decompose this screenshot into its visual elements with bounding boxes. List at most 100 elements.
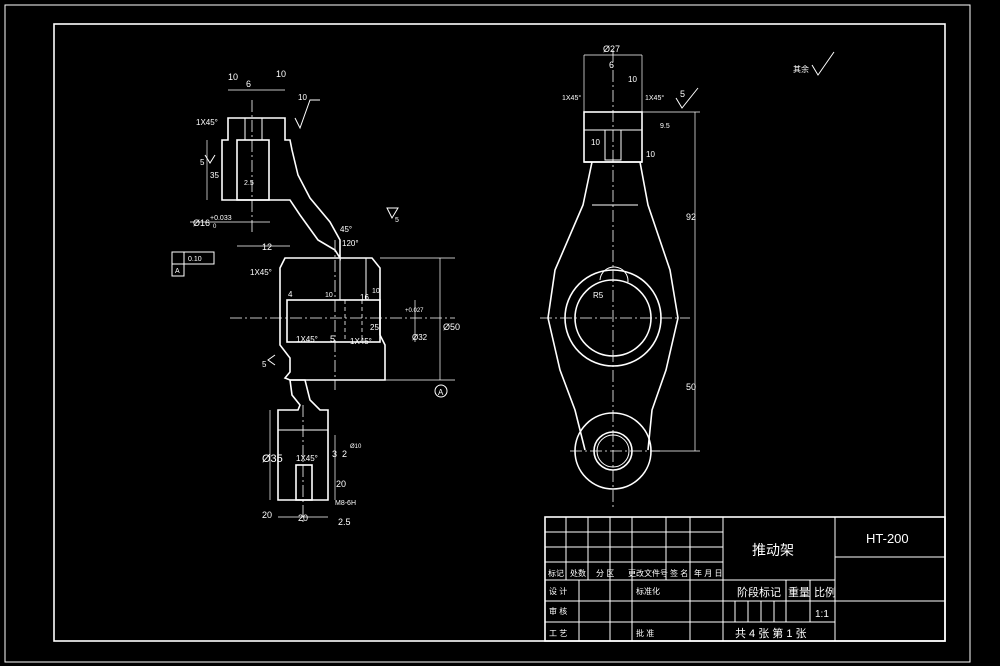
dim-text: A	[175, 268, 180, 275]
outer-frame	[4, 4, 971, 663]
part-name: 推动架	[752, 542, 794, 558]
side-main-outer	[564, 269, 662, 367]
dim-text: 5	[680, 89, 685, 99]
dim-text: 1X45°	[562, 94, 581, 102]
dim-text: 1X45°	[196, 118, 218, 127]
tb-header-cell: 分 区	[596, 569, 614, 578]
dim-text: 1X45°	[250, 268, 272, 277]
datum-a-circle	[434, 384, 448, 398]
tb-header-cell: 处数	[570, 568, 586, 578]
title-block-frame	[544, 516, 946, 642]
dim-text: 6	[246, 79, 251, 89]
dim-text: 2.5	[338, 517, 351, 527]
dim-text: 20	[336, 479, 346, 489]
dim-text: +0.033	[210, 215, 232, 222]
roughness-mark-left	[204, 154, 216, 164]
dim-text: 10	[628, 75, 637, 84]
dim-text: 1X45°	[296, 454, 318, 463]
dim-text: 16	[360, 293, 369, 302]
top-boss-section	[221, 117, 341, 261]
roughness-rest-label: 其余	[793, 64, 809, 74]
roughness-mark-top	[294, 99, 320, 130]
dim-text: 25	[370, 323, 379, 332]
dim-text: 10	[591, 138, 600, 147]
dim-text: Ø35	[262, 453, 283, 465]
dim-text: 1X45°	[350, 337, 372, 346]
dim-text: M8-6H	[335, 500, 356, 507]
roughness-rest-symbol	[811, 51, 835, 76]
tolerance-frame	[171, 251, 215, 265]
inner-frame	[53, 23, 946, 642]
dim-text: 20	[298, 513, 308, 523]
dim-text: 10	[298, 93, 307, 102]
tb-header-cell: 签 名	[670, 568, 688, 578]
dim-text: 9.5	[660, 123, 670, 130]
side-view: Ø27 6 10 1X45° 1X45° 5 10 10 9.5 92 R5 5…	[540, 44, 700, 510]
tb-header-cell: 年 月 日	[694, 568, 722, 578]
dim-text: 10	[228, 72, 238, 82]
dim-text: 0.10	[188, 256, 202, 263]
dim-text: Ø50	[443, 322, 460, 332]
dim-text: 50	[686, 382, 696, 392]
dim-text: 20	[262, 510, 272, 520]
foot-thread-hole	[295, 464, 313, 501]
dim-text: 10	[646, 150, 655, 159]
dim-text: 5	[395, 217, 399, 224]
dim-text: Ø32	[412, 333, 428, 342]
dim-text: 6	[609, 60, 614, 70]
dim-text: 3	[332, 449, 337, 459]
material-label: HT-200	[866, 531, 909, 546]
dim-text: 45°	[340, 225, 352, 234]
side-arm-left	[547, 161, 593, 451]
dim-text: Ø27	[603, 44, 620, 54]
dim-text: 1X45°	[296, 335, 318, 344]
scale-label: 比例	[814, 585, 836, 599]
dim-text: 92	[686, 212, 696, 222]
mid-body-section	[279, 257, 386, 381]
side-main-bore	[574, 279, 652, 357]
tb-row-label: 工 艺	[549, 629, 567, 638]
dim-text: +0.027	[405, 308, 424, 314]
dim-text: A	[438, 388, 444, 397]
dim-text: R5	[593, 291, 604, 300]
tb-row-std: 批 准	[636, 628, 654, 638]
dim-text: 5	[262, 360, 267, 369]
dim-text: Ø16	[193, 218, 210, 228]
dim-text: 35	[210, 171, 219, 180]
tb-header-cell: 标记	[548, 568, 564, 578]
side-slot	[604, 129, 622, 161]
dim-text: 1X45°	[645, 94, 664, 102]
tb-row-label: 设 计	[549, 586, 567, 596]
side-lower-thread	[596, 434, 630, 468]
sheet-count: 共 4 张 第 1 张	[735, 626, 807, 640]
roughness-mark-mid	[386, 207, 399, 220]
side-pin-section	[599, 266, 629, 283]
dim-text: 12	[262, 242, 272, 252]
title-block: 推动架 HT-200 标记 处数 分 区 更改文件号 签 名 年 月 日 设 计…	[544, 516, 946, 642]
dim-text: 10	[325, 292, 333, 299]
dim-text: 120°	[342, 239, 359, 248]
stage-mark-label: 阶段标记	[737, 585, 781, 599]
dim-text: 5	[200, 158, 205, 167]
dim-text: 4	[288, 290, 293, 299]
weight-label: 重量	[788, 585, 810, 599]
dim-text: 10	[372, 288, 380, 295]
dim-text: 10	[276, 69, 286, 79]
scale-value: 1:1	[815, 609, 829, 620]
mid-bore-cutout	[286, 299, 381, 343]
roughness-mark-low	[267, 354, 276, 366]
mid-pin-hole	[339, 257, 367, 301]
tb-row-std: 标准化	[636, 586, 660, 596]
dim-text: 2.5	[244, 180, 254, 187]
dim-text: 0	[213, 224, 217, 230]
datum-box	[171, 263, 185, 277]
tb-header-cell: 更改文件号	[628, 568, 668, 578]
side-roughness-mark	[675, 87, 699, 109]
dim-text: 5	[330, 334, 335, 344]
top-bore-cutout	[236, 139, 270, 201]
front-view: 10 6 10 10 1X45° 5 35 2.5 Ø16 +0.033 0 1…	[171, 69, 460, 527]
tb-row-label: 审 核	[549, 606, 567, 616]
side-arm-right	[639, 161, 679, 451]
dim-text: 2	[342, 449, 347, 459]
